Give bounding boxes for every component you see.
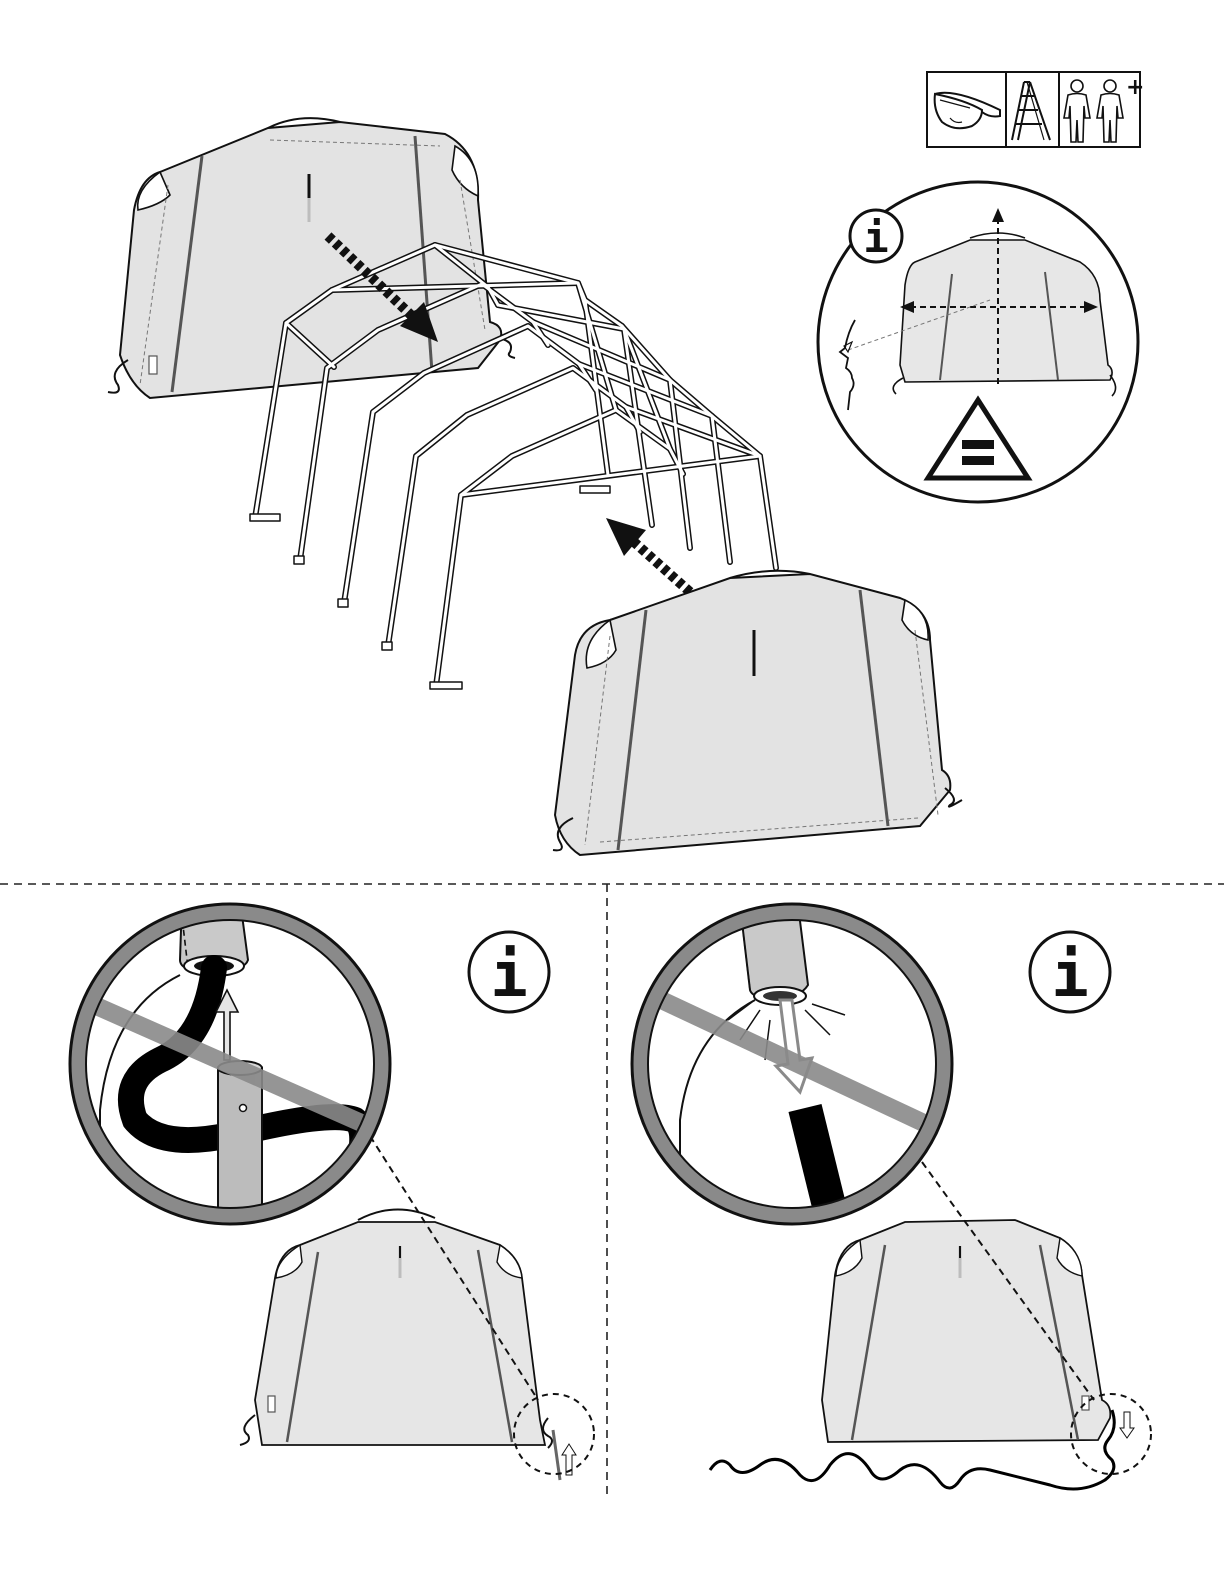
front-end-panel (553, 571, 962, 855)
svg-text:i: i (1051, 938, 1088, 1011)
requirements-box: + (927, 72, 1144, 147)
plus-symbol: + (1126, 75, 1144, 100)
info-badge-right: i (1030, 932, 1110, 1012)
svg-text:i: i (863, 213, 888, 262)
info-badge-left: i (469, 932, 549, 1012)
svg-text:i: i (490, 938, 527, 1011)
do-not-insert-cord-into-pole (60, 900, 400, 1238)
info-badge-top: i (850, 210, 902, 262)
do-not-pull-cord-out-of-pole (632, 904, 960, 1230)
front-panel-direction-arrow (606, 518, 690, 592)
